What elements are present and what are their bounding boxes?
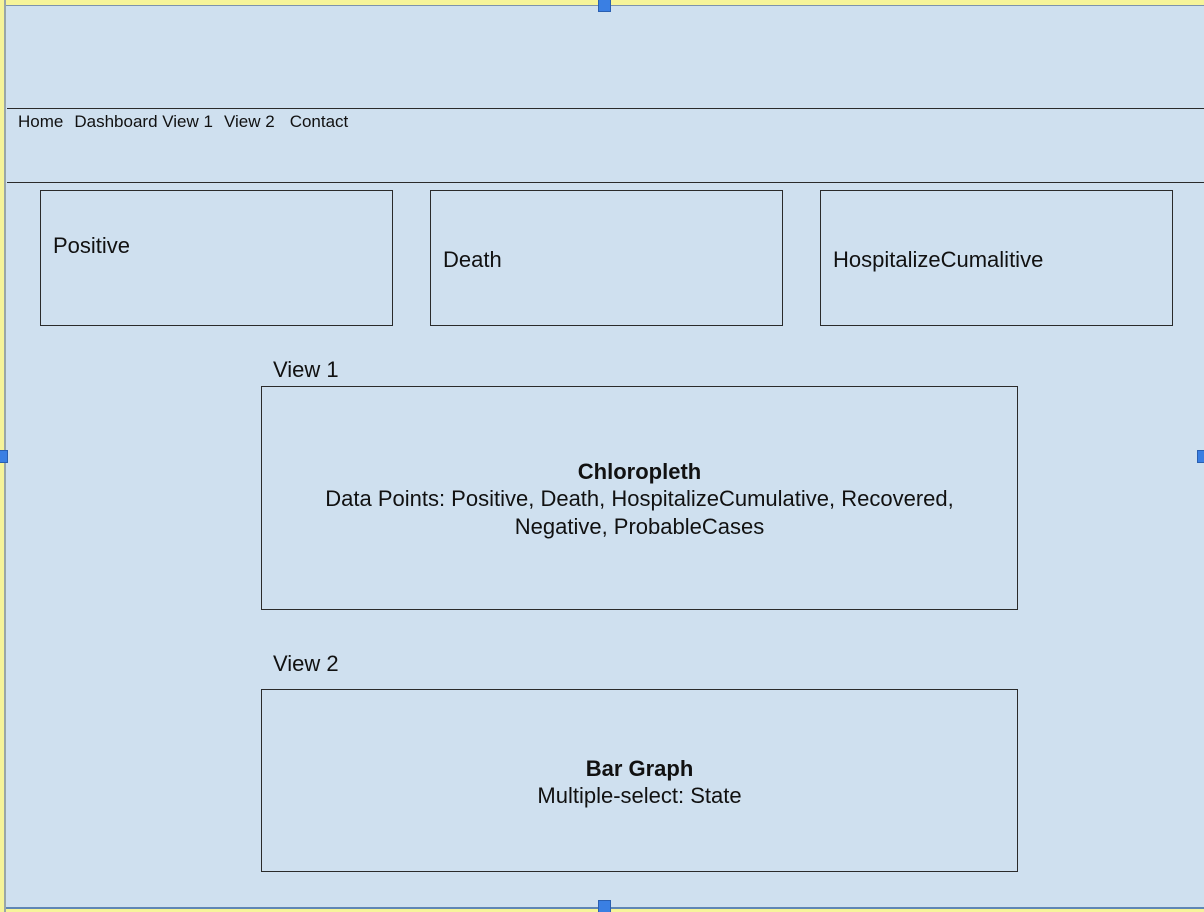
view-2-title: View 2	[273, 651, 339, 676]
stat-card-death: Death	[430, 190, 783, 326]
panel-title: Bar Graph	[585, 756, 694, 781]
chloropleth-panel: Chloropleth Data Points: Positive, Death…	[261, 386, 1018, 610]
nav-divider-top	[7, 108, 1204, 109]
stat-card-label: HospitalizeCumalitive	[833, 247, 1044, 272]
resize-handle-top[interactable]	[598, 0, 611, 12]
nav-item-dashboard-view-1[interactable]: Dashboard View 1	[74, 112, 213, 131]
view-1-title: View 1	[273, 357, 339, 382]
nav-divider-bottom	[7, 182, 1204, 183]
nav-item-home[interactable]: Home	[18, 112, 64, 131]
stat-card-label: Positive	[53, 233, 131, 258]
resize-handle-right[interactable]	[1197, 450, 1204, 463]
stat-card-positive: Positive	[40, 190, 393, 326]
stat-card-hospitalize: HospitalizeCumalitive	[820, 190, 1173, 326]
stat-card-label: Death	[443, 247, 502, 272]
nav-bar: Home Dashboard View 1 View 2 Contact	[18, 111, 348, 133]
nav-item-contact[interactable]: Contact	[289, 112, 349, 131]
panel-description: Multiple-select: State	[537, 783, 742, 808]
panel-title: Chloropleth	[577, 459, 702, 484]
bar-graph-panel: Bar Graph Multiple-select: State	[261, 689, 1018, 872]
panel-description: Data Points: Positive, Death, Hospitaliz…	[325, 486, 954, 539]
resize-handle-left[interactable]	[0, 450, 8, 463]
nav-item-view-2[interactable]: View 2	[223, 112, 275, 131]
resize-handle-bottom[interactable]	[598, 900, 611, 912]
